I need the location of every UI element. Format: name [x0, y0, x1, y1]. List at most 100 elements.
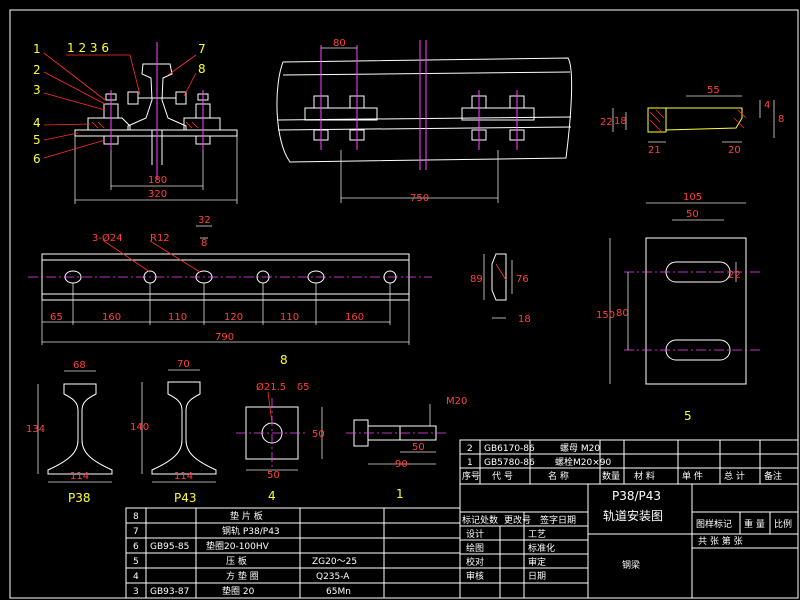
p38-base: 114	[70, 471, 89, 482]
p38-top: 68	[73, 360, 86, 371]
base-plate-view: 3-Ø24 R12 32 8 65 160 110 120 110 160 79…	[28, 215, 432, 367]
dim-180: 180	[148, 175, 167, 186]
dim-120: 120	[224, 312, 243, 323]
dim-m20: M20	[446, 396, 467, 407]
callout-3: 3	[33, 83, 41, 97]
p38-height: 134	[26, 424, 45, 435]
rail-elevation-view: 80 750	[276, 38, 573, 204]
part6-code: GB95-85	[150, 542, 189, 552]
label-p43: P43	[174, 491, 197, 505]
dim-8b: 8	[201, 238, 207, 249]
dim-r12: R12	[150, 233, 170, 244]
dim-110a: 110	[168, 312, 187, 323]
p43-top: 70	[177, 359, 190, 370]
dim-750: 750	[410, 193, 429, 204]
part1-name: 螺栓M20×90	[555, 456, 611, 468]
clip-profile-view: 55 22 18 21 20 4 8	[600, 85, 784, 156]
label-square-washer: 4	[268, 489, 276, 503]
dim-sq50-h: 50	[267, 470, 280, 481]
signoff-date: 签字日期	[540, 514, 576, 526]
part5-no: 5	[133, 557, 139, 567]
header-no: 序号	[462, 470, 480, 482]
label-date: 日期	[528, 571, 546, 582]
callout-4: 4	[33, 116, 41, 130]
dim-22b: 22	[728, 270, 741, 281]
callout-6: 6	[33, 152, 41, 166]
part1-code: GB5780-86	[484, 458, 535, 468]
part6-no: 6	[133, 542, 139, 552]
part3-spec: 65Mn	[326, 587, 351, 597]
dim-4: 4	[764, 100, 770, 111]
dim-b50: 50	[412, 442, 425, 453]
label-standard: 标准化	[528, 542, 555, 554]
label-weight: 重 量	[744, 518, 765, 530]
callout-group: 1 2 3 6	[67, 41, 109, 55]
part1-no: 1	[467, 458, 473, 468]
dim-160a: 160	[102, 312, 121, 323]
callout-1: 1	[33, 42, 41, 56]
p43-base: 114	[174, 471, 193, 482]
part4-no: 4	[133, 572, 139, 582]
label-stage: 图样标记	[696, 518, 732, 530]
dim-hole-215: Ø21.5	[256, 381, 286, 393]
part8-name: 垫 片 板	[230, 510, 263, 522]
rail-section-view: 180 320 1 2 3 4 5 6 1 2 3 6 7 8	[33, 41, 238, 204]
dim-150: 150	[596, 310, 615, 321]
dim-32: 32	[198, 215, 211, 226]
part3-name: 垫圈 20	[222, 585, 255, 597]
part5-spec: ZG20～25	[312, 557, 357, 567]
callout-7: 7	[198, 42, 206, 56]
callout-8: 8	[198, 62, 206, 76]
dim-8: 8	[778, 114, 784, 125]
dim-320: 320	[148, 189, 167, 200]
dim-sq50-v: 50	[312, 429, 325, 440]
elevation-bolt-group-left	[304, 95, 378, 141]
dim-110b: 110	[280, 312, 299, 323]
rail-profile-p43: 70 140 114 P43	[130, 359, 217, 505]
drawing-title: 轨道安装图	[603, 508, 663, 523]
dim-21: 21	[648, 145, 661, 156]
label-sheets: 共 张 第 张	[698, 535, 743, 547]
label-review: 审核	[466, 570, 484, 582]
dim-20: 20	[728, 145, 741, 156]
base-plate-side-view: 89 76 18	[470, 253, 531, 325]
dim-80b: 80	[616, 308, 629, 319]
label-design: 设计	[466, 528, 484, 540]
callout-5: 5	[33, 133, 41, 147]
dim-50: 50	[686, 209, 699, 220]
part2-code: GB6170-86	[484, 444, 535, 454]
header-total: 总 计	[724, 470, 745, 482]
header-remark: 备注	[764, 470, 782, 482]
part3-code: GB93-87	[150, 587, 189, 597]
dim-105: 105	[683, 192, 702, 203]
part5-name: 压 板	[226, 555, 247, 567]
rail-profile-p38: 68 134 114 P38	[26, 360, 113, 505]
header-qty: 数量	[602, 470, 620, 482]
label-p38: P38	[68, 491, 91, 505]
header-name: 名 称	[548, 470, 569, 482]
header-material: 材 料	[634, 470, 655, 482]
dim-b90: 90	[395, 459, 408, 470]
label-base-plate: 8	[280, 353, 288, 367]
label-bolt: 1	[396, 487, 404, 501]
part4-spec: Q235-A	[316, 572, 350, 582]
header-unit: 单 件	[682, 470, 703, 482]
dim-holes: 3-Ø24	[92, 232, 123, 244]
dim-89: 89	[470, 274, 483, 285]
signoff-mark: 标记处数	[462, 514, 498, 526]
clip-plate-view: 105 50 150 80 22 5	[596, 192, 760, 423]
label-clip-plate: 5	[684, 409, 692, 423]
square-washer-view: Ø21.5 δ5 50 50 4	[236, 381, 325, 503]
dim-80: 80	[333, 38, 346, 49]
dim-790: 790	[215, 332, 234, 343]
dim-76: 76	[516, 274, 529, 285]
dim-160b: 160	[345, 312, 364, 323]
dim-thickness: δ5	[297, 382, 309, 393]
signoff-change: 更改号	[504, 514, 531, 526]
part6-name: 垫圈20-100HV	[206, 540, 270, 552]
p43-height: 140	[130, 422, 149, 433]
dim-18b: 18	[518, 314, 531, 325]
part7-no: 7	[133, 527, 139, 537]
dim-65: 65	[50, 312, 63, 323]
